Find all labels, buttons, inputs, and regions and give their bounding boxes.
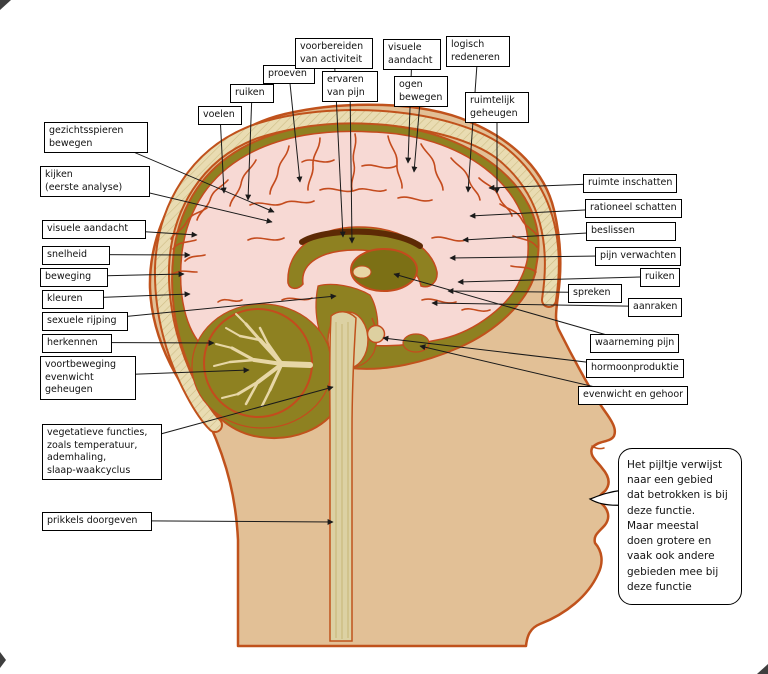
label-ervaren-van-pijn: ervaren van pijn	[322, 71, 378, 103]
label-waarneming-pijn: waarneming pijn	[590, 334, 680, 353]
label-kijken-eerste-analyse: kijken (eerste analyse)	[40, 166, 150, 198]
connector-ruiken-rechts	[457, 276, 660, 285]
connector-voelen	[219, 114, 227, 194]
gyri	[170, 133, 538, 322]
label-herkennen: herkennen	[42, 334, 112, 353]
label-beweging: beweging	[40, 268, 108, 287]
label-gezichtsspieren-bewegen: gezichtsspieren bewegen	[44, 122, 148, 154]
corner-artifact	[757, 664, 768, 674]
pituitary	[366, 317, 386, 344]
corner-artifact	[0, 652, 6, 668]
label-ruimtelijk-geheugen: ruimtelijk geheugen	[465, 92, 529, 124]
label-prikkels-doorgeven: prikkels doorgeven	[42, 512, 152, 531]
label-spreken: spreken	[568, 284, 622, 303]
label-voorbereiden-van-activiteit: voorbereiden van activiteit	[295, 38, 373, 70]
label-proeven: proeven	[263, 65, 315, 84]
thalamus	[350, 248, 418, 292]
label-voelen: voelen	[198, 106, 242, 125]
label-voortbeweging-evenwicht-geheugen: voortbeweging evenwicht geheugen	[40, 356, 136, 400]
label-vegetatieve-functies: vegetatieve functies, zoals temperatuur,…	[42, 424, 162, 481]
corpus-callosum	[287, 226, 438, 290]
connector-ervaren-van-pijn	[348, 84, 355, 244]
corner-artifact	[0, 0, 11, 10]
brainstem-spinal-cord	[327, 311, 369, 642]
label-sexuele-rijping: sexuele rijping	[42, 312, 128, 331]
cingulate-dark-arc	[299, 228, 423, 249]
skull-bone-band	[153, 109, 560, 433]
label-snelheid: snelheid	[42, 246, 110, 265]
connector-ruiken-links	[245, 92, 253, 201]
label-visuele-aandacht-boven: visuele aandacht	[383, 39, 441, 71]
cerebellum-tree	[213, 313, 313, 408]
connector-proeven	[288, 73, 303, 183]
connector-visuele-aandacht-boven	[405, 52, 413, 164]
label-rationeel-schatten: rationeel schatten	[585, 199, 682, 218]
label-aanraken: aanraken	[628, 298, 683, 317]
label-ruiken-rechts: ruiken	[640, 268, 680, 287]
label-ogen-bewegen: ogen bewegen	[394, 76, 448, 108]
cerebellum	[191, 303, 333, 429]
label-evenwicht-en-gehoor: evenwicht en gehoor	[578, 386, 689, 405]
label-logisch-redeneren: logisch redeneren	[446, 36, 510, 68]
speech-bubble: Het pijltje verwijst naar een gebied dat…	[618, 448, 742, 605]
label-visuele-aandacht-links: visuele aandacht	[42, 220, 146, 239]
label-kleuren: kleuren	[42, 290, 104, 309]
connector-aanraken	[431, 300, 655, 307]
nostril-line	[591, 445, 605, 450]
label-hormoonproduktie: hormoonproduktie	[586, 359, 684, 378]
connector-waarneming-pijn	[393, 272, 634, 343]
label-pijn-verwachten: pijn verwachten	[595, 247, 682, 266]
label-beslissen: beslissen	[586, 222, 676, 241]
label-ruimte-inschatten: ruimte inschatten	[583, 174, 678, 193]
speech-bubble-tail	[588, 489, 625, 506]
label-ruiken-links: ruiken	[230, 84, 274, 103]
